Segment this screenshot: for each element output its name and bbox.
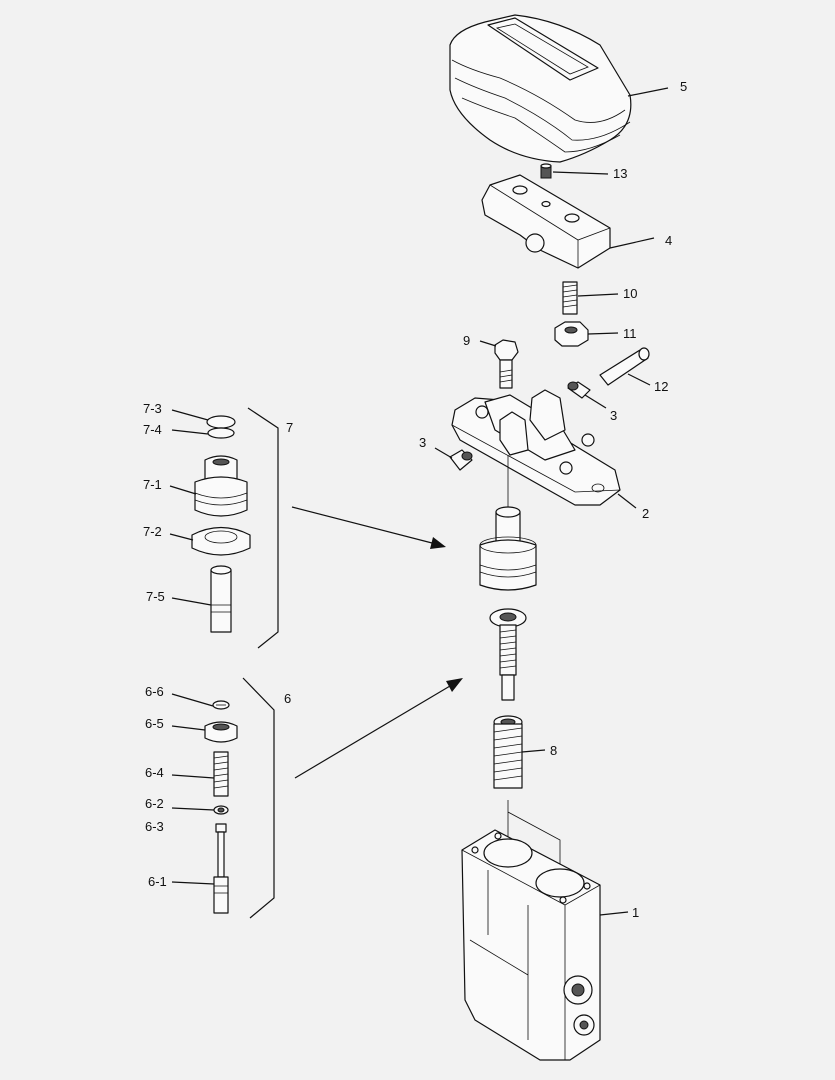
leader-11 xyxy=(587,332,619,335)
part-12-pin xyxy=(599,347,650,386)
label-3-left: 3 xyxy=(419,435,426,450)
label-9: 9 xyxy=(463,333,470,348)
label-7: 7 xyxy=(286,420,293,435)
label-6-6: 6-6 xyxy=(145,684,164,699)
part-3-bushing-right xyxy=(567,381,591,399)
part-9-cap-screw xyxy=(494,339,519,389)
assembly-7-center xyxy=(479,506,537,591)
part-13-set-screw xyxy=(540,163,552,179)
label-13: 13 xyxy=(613,166,627,181)
part-2-base-plate xyxy=(451,389,621,506)
label-10: 10 xyxy=(623,286,637,301)
label-6-5: 6-5 xyxy=(145,716,164,731)
part-4-lever-block xyxy=(481,174,611,269)
label-4: 4 xyxy=(665,233,672,248)
arrow-6-shaft xyxy=(294,685,451,779)
leader-6-2 xyxy=(171,807,215,811)
leader-5 xyxy=(627,87,669,97)
part-1-valve-body xyxy=(461,829,601,1061)
part-10-stud xyxy=(562,281,578,315)
leader-9 xyxy=(479,340,497,347)
label-1: 1 xyxy=(632,905,639,920)
part-5-boot xyxy=(449,14,632,163)
part-8-spring xyxy=(493,715,523,789)
leader-6-5 xyxy=(171,725,206,731)
label-6-4: 6-4 xyxy=(145,765,164,780)
assembly-6-center xyxy=(489,608,527,701)
leader-6-4 xyxy=(171,774,215,779)
label-7-2: 7-2 xyxy=(143,524,162,539)
label-6-1: 6-1 xyxy=(148,874,167,889)
bracket-7 xyxy=(247,407,279,649)
leader-1 xyxy=(599,911,629,916)
leader-7-2 xyxy=(169,533,194,541)
label-3-right: 3 xyxy=(610,408,617,423)
leader-6-1 xyxy=(171,881,215,885)
label-5: 5 xyxy=(680,79,687,94)
group-6-exploded xyxy=(204,700,238,914)
label-8: 8 xyxy=(550,743,557,758)
leader-7-5 xyxy=(171,597,212,606)
group-7-exploded xyxy=(191,415,251,633)
arrow-6-head xyxy=(446,678,463,692)
part-11-nut xyxy=(554,321,589,347)
leader-7-4 xyxy=(171,429,209,435)
label-11: 11 xyxy=(623,326,637,341)
leader-10 xyxy=(577,293,619,297)
label-7-1: 7-1 xyxy=(143,477,162,492)
leader-4 xyxy=(609,237,655,249)
leader-7-3 xyxy=(171,409,209,421)
leader-7-1 xyxy=(169,485,197,495)
label-6-2: 6-2 xyxy=(145,796,164,811)
leader-13 xyxy=(552,171,609,175)
bracket-6 xyxy=(242,677,275,919)
label-6: 6 xyxy=(284,691,291,706)
label-7-4: 7-4 xyxy=(143,422,162,437)
leader-6-6 xyxy=(171,693,214,707)
label-7-3: 7-3 xyxy=(143,401,162,416)
leader-2 xyxy=(617,493,637,509)
label-12: 12 xyxy=(654,379,668,394)
part-3-bushing-left xyxy=(449,449,473,471)
leader-12 xyxy=(627,373,651,386)
leader-8 xyxy=(521,749,546,753)
label-2: 2 xyxy=(642,506,649,521)
label-7-5: 7-5 xyxy=(146,589,165,604)
leader-3-left xyxy=(434,447,453,459)
leader-3-right xyxy=(584,394,607,409)
arrow-7-shaft xyxy=(291,506,433,544)
bore-guide-lines xyxy=(507,800,561,870)
arrow-7-head xyxy=(430,537,446,549)
label-6-3: 6-3 xyxy=(145,819,164,834)
